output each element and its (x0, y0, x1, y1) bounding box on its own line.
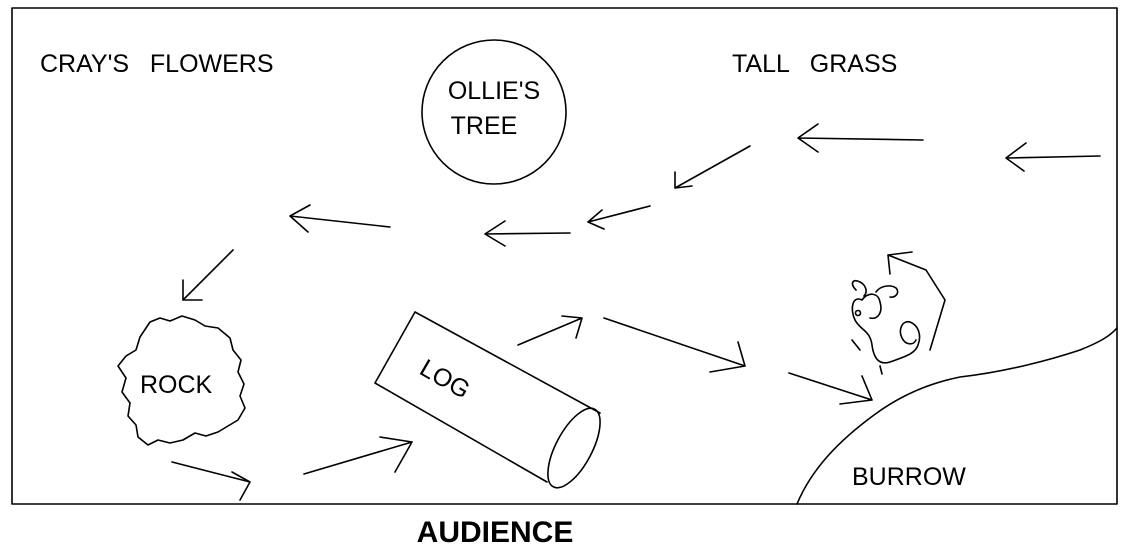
character-body (851, 279, 921, 375)
arrow (587, 205, 651, 230)
character-eye (854, 309, 862, 317)
arrow (1005, 142, 1101, 172)
arrow (484, 220, 571, 247)
log-end (547, 407, 601, 489)
tall-grass-label: TALL GRASS (732, 50, 897, 78)
arrow (887, 251, 946, 351)
rock-outline (117, 315, 246, 446)
log-label: LOG (415, 354, 475, 405)
arrow (788, 372, 873, 405)
tree-circle (421, 39, 567, 185)
arrow (182, 249, 234, 301)
tree-label-line2: TREE (451, 112, 518, 140)
crays-flowers-label: CRAY'S FLOWERS (40, 50, 274, 78)
character-doodle (851, 279, 921, 375)
tree-label-line1: OLLIE'S (448, 77, 540, 105)
path-arrows (171, 123, 1101, 501)
arrow (517, 315, 583, 346)
arrow (797, 123, 924, 153)
audience-label: AUDIENCE (417, 516, 574, 546)
burrow-label: BURROW (852, 463, 966, 491)
log: LOG (374, 311, 601, 489)
burrow-outline (796, 327, 1118, 505)
arrow (674, 145, 751, 189)
arrow (289, 204, 391, 233)
arrow (303, 436, 413, 475)
rock-label: ROCK (140, 371, 213, 399)
log-body (374, 311, 601, 483)
burrow: BURROW (796, 327, 1118, 505)
arrow (603, 317, 746, 373)
ollies-tree: OLLIE'S TREE (421, 39, 567, 185)
rock: ROCK (117, 315, 246, 446)
stage-border (11, 7, 1118, 505)
arrow (171, 461, 251, 501)
